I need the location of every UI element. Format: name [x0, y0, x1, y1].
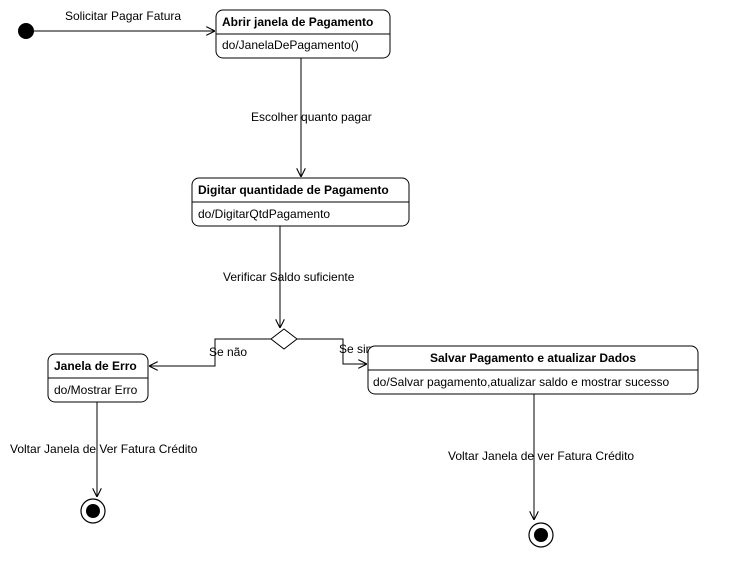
state-salvar-action: do/Salvar pagamento,atualizar saldo e mo…: [373, 375, 669, 389]
edge-decision-salvar: [297, 338, 367, 364]
state-salvar: Salvar Pagamento e atualizar Dados do/Sa…: [367, 345, 699, 395]
label-voltar-right: Voltar Janela de ver Fatura Crédito: [448, 449, 634, 463]
state-abrir-title: Abrir janela de Pagamento: [222, 15, 373, 29]
label-voltar-left: Voltar Janela de Ver Fatura Crédito: [10, 442, 198, 456]
state-erro: Janela de Erro do/Mostrar Erro: [47, 353, 149, 403]
decision-node: [270, 328, 298, 350]
state-digitar-title: Digitar quantidade de Pagamento: [198, 183, 389, 197]
label-sim: Se sim: [339, 342, 376, 356]
edge-decision-erro: [149, 338, 271, 366]
state-abrir: Abrir janela de Pagamento do/JanelaDePag…: [215, 9, 391, 59]
final-node-left: [80, 498, 106, 524]
label-start: Solicitar Pagar Fatura: [65, 9, 181, 23]
state-salvar-title: Salvar Pagamento e atualizar Dados: [430, 351, 636, 365]
label-nao: Se não: [209, 345, 247, 359]
state-erro-action: do/Mostrar Erro: [54, 383, 138, 397]
state-digitar-action: do/DigitarQtdPagamento: [198, 207, 330, 221]
state-digitar: Digitar quantidade de Pagamento do/Digit…: [191, 177, 410, 227]
initial-node: [18, 23, 34, 39]
label-verificar: Verificar Saldo suficiente: [223, 270, 355, 284]
state-abrir-action: do/JanelaDePagamento(): [222, 38, 359, 52]
label-escolher: Escolher quanto pagar: [251, 110, 372, 124]
state-erro-title: Janela de Erro: [54, 359, 137, 373]
final-node-right: [528, 522, 554, 548]
